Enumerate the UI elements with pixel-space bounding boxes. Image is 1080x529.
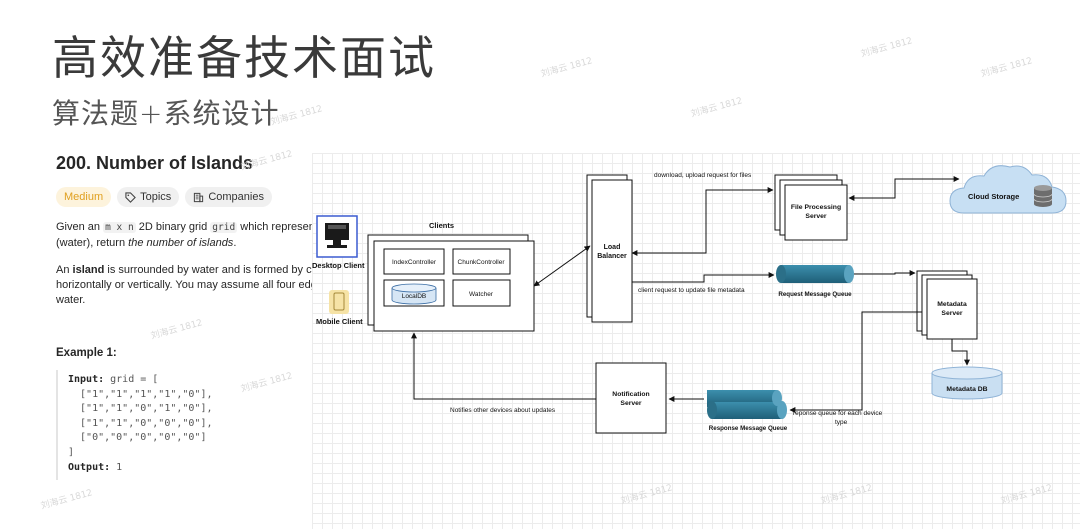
description-line: horizontally or vertically. You may assu… xyxy=(56,279,323,291)
watermark: 刘海云 1812 xyxy=(979,56,1034,80)
watermark: 刘海云 1812 xyxy=(689,96,744,120)
chunk-controller-box xyxy=(452,248,511,275)
system-design-diagram: Desktop Client Mobile Client Clients Ind… xyxy=(312,153,1080,529)
desktop-client-icon xyxy=(316,215,358,258)
problem-tags: Medium Topics Companies xyxy=(56,187,272,207)
watcher-box xyxy=(452,279,511,307)
lb-file-processing-edge xyxy=(631,187,774,256)
notification-server-label: Notification xyxy=(612,391,649,398)
chunk-controller-label: ChunkController xyxy=(458,259,506,266)
watermark: 刘海云 1812 xyxy=(239,371,294,395)
request-queue-cylinder xyxy=(776,265,854,283)
clients-label: Clients xyxy=(429,221,454,230)
response-queue-label: Response Message Queue xyxy=(709,425,788,432)
request-queue-label: Request Message Queue xyxy=(778,291,852,298)
tag-icon xyxy=(125,191,136,203)
slide-title: 高效准备技术面试 xyxy=(52,31,436,85)
file-processing-box xyxy=(784,184,848,241)
metadata-response-queue-edge xyxy=(789,311,922,413)
file-processing-label: File Processing xyxy=(791,204,841,211)
request-queue-metadata-edge xyxy=(854,270,916,276)
metadata-server-label: Metadata xyxy=(937,301,967,308)
slide-subtitle: 算法题+系统设计 xyxy=(52,97,280,130)
edge-download-label: download, upload request for files xyxy=(654,172,752,179)
edge-notifies-label: Notifies other devices about updates xyxy=(450,407,556,414)
topics-button[interactable]: Topics xyxy=(117,187,180,207)
edge-client-request-label: client request to update file metadata xyxy=(638,287,745,294)
index-controller-label: IndexController xyxy=(392,259,437,266)
watermark: 刘海云 1812 xyxy=(39,488,94,512)
clients-lb-edge xyxy=(533,245,591,287)
example-title: Example 1: xyxy=(56,347,117,359)
watermark: 刘海云 1812 xyxy=(149,318,204,342)
local-db-label: LocalDB xyxy=(402,293,427,300)
response-queue-cylinder xyxy=(707,390,787,419)
description-line: An island is surrounded by water and is … xyxy=(56,264,318,276)
example-code: Input: grid = [ ["1","1","1","1","0"], [… xyxy=(68,374,213,473)
watermark: 刘海云 1812 xyxy=(539,56,594,80)
mobile-client-icon xyxy=(329,290,349,314)
description-line: water. xyxy=(56,294,86,306)
index-controller-box xyxy=(383,248,445,275)
file-processing-cloud-edge xyxy=(848,176,960,201)
watermark: 刘海云 1812 xyxy=(859,36,914,60)
notification-server-box xyxy=(595,362,667,434)
cloud-storage-icon xyxy=(949,165,1067,214)
metadata-db-label: Metadata DB xyxy=(946,386,987,393)
building-icon xyxy=(194,192,204,202)
metadata-db-cylinder xyxy=(931,366,1003,400)
watcher-label: Watcher xyxy=(469,291,494,298)
problem-title[interactable]: 200. Number of Islands xyxy=(56,153,254,173)
mobile-client-label: Mobile Client xyxy=(316,317,363,326)
load-balancer-label: Balancer xyxy=(597,253,627,260)
edge-response-label: reponse queue for each device xyxy=(793,410,883,417)
load-balancer-label: Load xyxy=(604,244,621,251)
lb-request-queue-edge xyxy=(632,272,775,283)
edge-response-label: type xyxy=(835,419,848,426)
local-db-cylinder xyxy=(391,283,437,305)
difficulty-badge: Medium xyxy=(56,187,112,207)
metadata-server-label: Server xyxy=(941,310,963,317)
notification-clients-edge xyxy=(411,332,596,400)
load-balancer-box xyxy=(591,179,633,323)
desktop-client-label: Desktop Client xyxy=(312,261,365,270)
metadata-db-edge xyxy=(951,339,970,366)
cloud-storage-label: Cloud Storage xyxy=(968,192,1019,201)
notification-server-label: Server xyxy=(620,400,642,407)
companies-button[interactable]: Companies xyxy=(185,187,272,207)
file-processing-label: Server xyxy=(805,213,827,220)
metadata-server-box xyxy=(926,278,978,340)
description-line: (water), return the number of islands. xyxy=(56,237,237,249)
description-line: Given an m x n 2D binary grid grid which… xyxy=(56,221,324,233)
example-divider xyxy=(56,370,58,480)
